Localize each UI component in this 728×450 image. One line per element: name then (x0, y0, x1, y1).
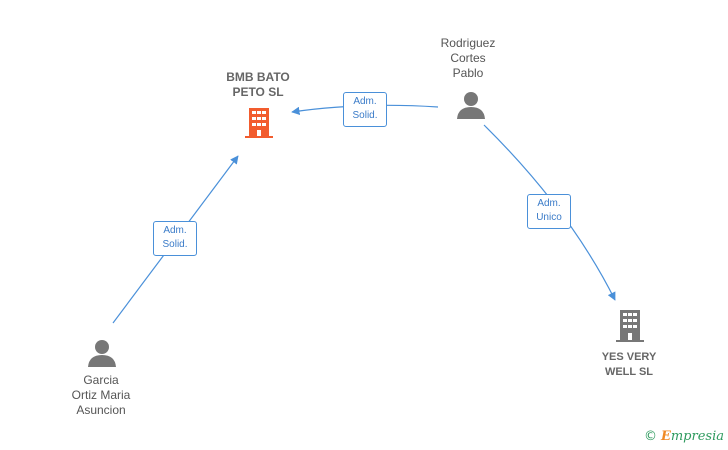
edge-label-rodriguez-yes: Adm. Unico (527, 194, 571, 229)
building-icon[interactable] (614, 308, 646, 344)
person-label-garcia[interactable]: Garcia Ortiz Maria Asuncion (71, 373, 131, 417)
copyright-symbol: © (643, 429, 657, 444)
building-icon[interactable] (243, 106, 275, 140)
company-label-yes[interactable]: YES VERY WELL SL (601, 351, 657, 378)
edge-label-garcia-bmb: Adm. Solid. (153, 221, 197, 256)
brand-initial: E (660, 429, 671, 444)
edge-label-rodriguez-bmb: Adm. Solid. (343, 92, 387, 127)
company-label-bmb[interactable]: BMB BATO PETO SL (226, 70, 290, 99)
person-label-rodriguez[interactable]: Rodriguez Cortes Pablo (440, 36, 496, 80)
person-icon[interactable] (456, 90, 486, 120)
person-icon[interactable] (87, 338, 117, 368)
brand-logo: ©Empresia (644, 429, 724, 444)
brand-name: mpresia (670, 429, 724, 444)
